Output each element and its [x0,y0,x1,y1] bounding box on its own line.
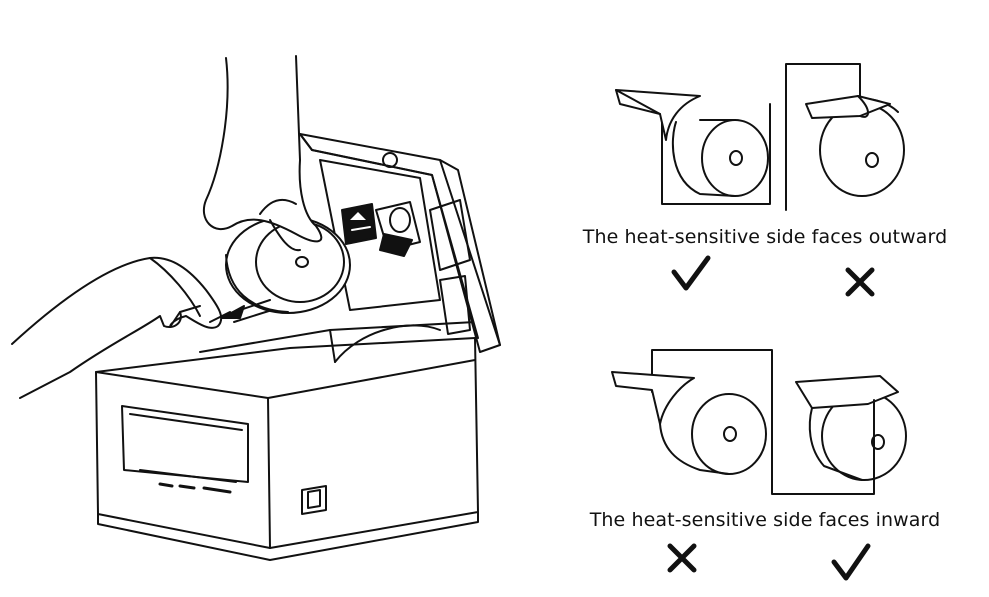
roll-inward-incorrect [611,349,773,481]
power-switch-icon [301,485,327,515]
paper-roll-loading-icon [341,201,421,257]
insert-direction-arrow-icon [221,299,273,323]
paper-roll [225,216,351,314]
roll-outward-correct [615,89,771,205]
printer-illustration [11,55,501,561]
check-mark-inward-icon [831,543,871,581]
roll-outward-incorrect [785,63,905,211]
caption-inward: The heat-sensitive side faces inward [589,509,941,531]
caption-outward: The heat-sensitive side faces outward [582,226,948,248]
cross-mark-inward-icon [667,543,697,573]
hand-upper [202,55,323,252]
hand-lower [11,256,231,399]
printer-body [95,321,479,561]
cross-mark-outward-icon [845,267,875,297]
check-mark-outward-icon [671,255,711,291]
printer-lid-open [299,133,501,353]
roll-inward-correct [771,375,907,495]
